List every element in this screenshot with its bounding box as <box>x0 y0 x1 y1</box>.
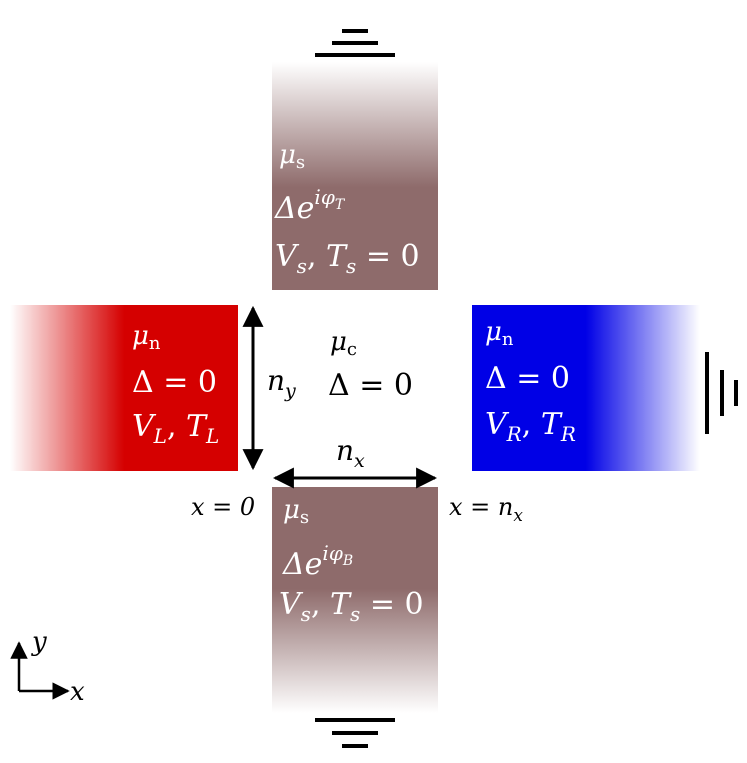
right-normal-lead <box>472 305 700 471</box>
x-axis-label: x <box>70 677 85 707</box>
top-ground-icon <box>315 29 395 57</box>
right-tr-sub: R <box>560 422 576 446</box>
left-mu-sub: n <box>149 333 161 354</box>
svg-text:x = nx: x = nx <box>449 493 523 526</box>
left-vl-sub: L <box>153 424 167 448</box>
x-zero-label: x = 0 <box>191 493 255 521</box>
bottom-mu: μ <box>283 495 300 525</box>
svg-text:VR, TR: VR, TR <box>485 407 576 446</box>
right-mu: μ <box>485 317 502 347</box>
bottom-ground-icon <box>315 718 395 748</box>
svg-text:ny: ny <box>267 364 296 402</box>
svg-text:VL, TL: VL, TL <box>132 409 219 448</box>
bottom-vs: V <box>279 587 304 622</box>
svg-text:μn: μn <box>132 321 161 354</box>
bottom-superconducting-lead <box>272 487 438 713</box>
x-nx-label: x = n <box>449 493 513 521</box>
top-ts-sub: s <box>346 254 356 278</box>
svg-text:ΔeiφB: ΔeiφB <box>282 541 353 582</box>
nx-sub: x <box>354 450 365 472</box>
bottom-ts-eq: = 0 <box>360 587 423 622</box>
bottom-mu-sub: s <box>300 507 309 528</box>
top-mu: μ <box>279 140 296 170</box>
right-tr: T <box>541 407 563 442</box>
left-mu: μ <box>132 321 149 351</box>
center-mu: μ <box>330 327 347 357</box>
bottom-gap-exp-sub: B <box>342 553 353 569</box>
center-mu-sub: c <box>347 339 357 360</box>
right-mu-sub: n <box>502 329 514 350</box>
left-gap: Δ = 0 <box>132 365 217 400</box>
right-vr-sub: R <box>506 422 522 446</box>
top-gap-exp-sub: T <box>335 197 346 213</box>
right-vr: V <box>485 407 510 442</box>
ny-label: n <box>267 364 285 397</box>
svg-text:nx: nx <box>336 434 365 472</box>
bottom-vs-sub: s <box>301 602 311 626</box>
left-normal-lead <box>10 305 238 471</box>
bottom-ts-sub: s <box>350 602 360 626</box>
ny-sub: y <box>284 380 296 402</box>
top-mu-sub: s <box>296 152 305 173</box>
top-gap-exp: iφ <box>314 185 334 209</box>
top-ts: T <box>326 239 348 274</box>
svg-text:μn: μn <box>485 317 514 350</box>
top-gap: Δe <box>274 191 314 226</box>
bottom-gap: Δe <box>282 547 322 582</box>
bottom-ts: T <box>330 587 352 622</box>
left-vl: V <box>132 409 157 444</box>
top-vs-sub: s <box>297 254 307 278</box>
left-tl-sub: L <box>205 424 219 448</box>
y-axis-label: y <box>31 627 47 657</box>
x-nx-sub: x <box>513 506 523 526</box>
bottom-gap-exp: iφ <box>322 541 342 565</box>
svg-text:Vs, Ts = 0: Vs, Ts = 0 <box>275 239 420 278</box>
top-ts-eq: = 0 <box>356 239 419 274</box>
right-gap: Δ = 0 <box>485 361 570 396</box>
svg-text:μs: μs <box>279 140 305 173</box>
top-vs: V <box>275 239 300 274</box>
top-superconducting-lead <box>272 62 438 290</box>
svg-text:μc: μc <box>330 327 357 360</box>
svg-text:μs: μs <box>283 495 309 528</box>
left-tl: T <box>186 409 208 444</box>
svg-text:ΔeiφT: ΔeiφT <box>274 185 346 226</box>
right-ground-icon <box>705 352 738 434</box>
center-gap: Δ = 0 <box>328 368 413 403</box>
nx-label: n <box>336 434 354 467</box>
svg-text:Vs, Ts = 0: Vs, Ts = 0 <box>279 587 424 626</box>
